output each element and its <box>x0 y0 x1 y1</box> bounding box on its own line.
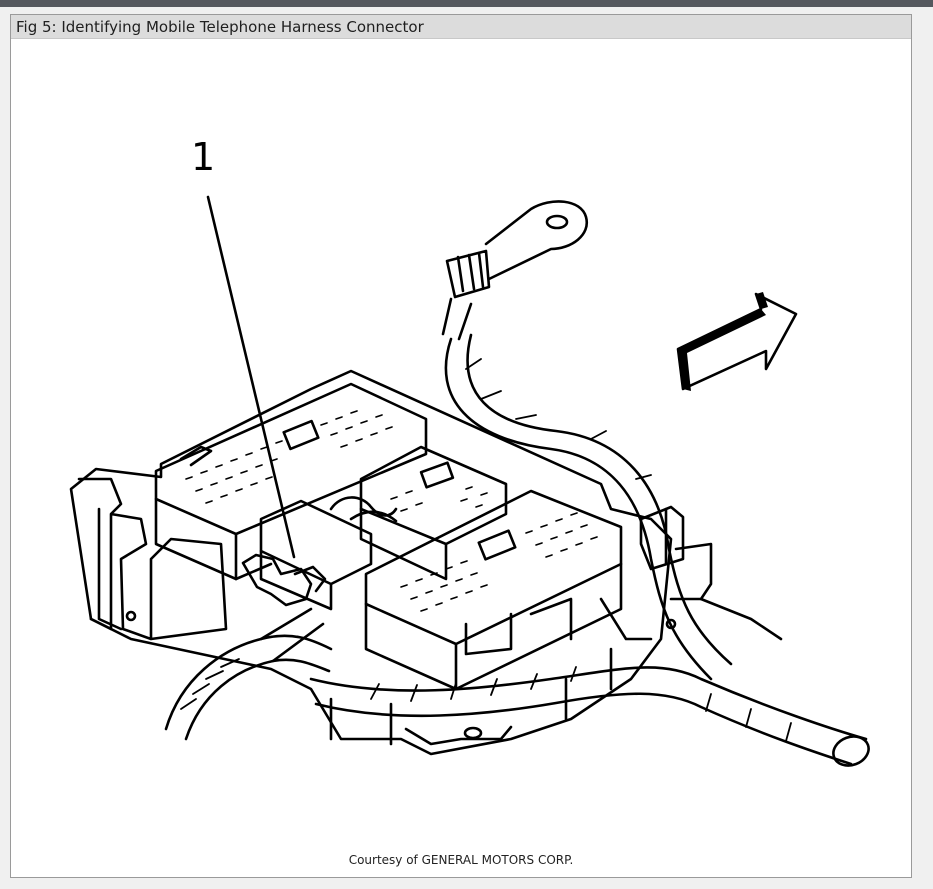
left-bracket <box>77 477 228 641</box>
right-bracket-hole <box>665 618 677 630</box>
harness-diagram <box>69 195 870 767</box>
harness-lower-left <box>164 634 333 731</box>
ring-terminal-hole <box>545 214 569 230</box>
harness-main <box>309 666 868 741</box>
left-bracket-hole <box>125 610 137 622</box>
ring-terminal <box>484 200 589 281</box>
relay-module-left <box>154 382 428 536</box>
figure-credit: Courtesy of GENERAL MOTORS CORP. <box>348 853 574 867</box>
base-mount-hole <box>463 726 483 740</box>
figure-title: Fig 5: Identifying Mobile Telephone Harn… <box>16 18 424 36</box>
harness-wrap-marks <box>180 358 792 742</box>
callout-number: 1 <box>191 135 216 179</box>
figure-panel: Fig 5: Identifying Mobile Telephone Harn… <box>10 14 912 878</box>
window-top-bar <box>0 0 933 7</box>
fuse-block-base <box>69 369 673 756</box>
callout-leader-line <box>206 195 296 559</box>
phone-harness-connector <box>241 553 313 607</box>
harness-end <box>832 735 870 767</box>
module-vents <box>185 410 598 612</box>
relay-module-right <box>364 489 623 646</box>
right-bracket <box>639 505 685 571</box>
direction-arrow-icon <box>676 292 798 391</box>
ground-lead <box>444 337 713 681</box>
relay-module-center <box>359 445 508 546</box>
figure-header: Fig 5: Identifying Mobile Telephone Harn… <box>11 15 911 39</box>
